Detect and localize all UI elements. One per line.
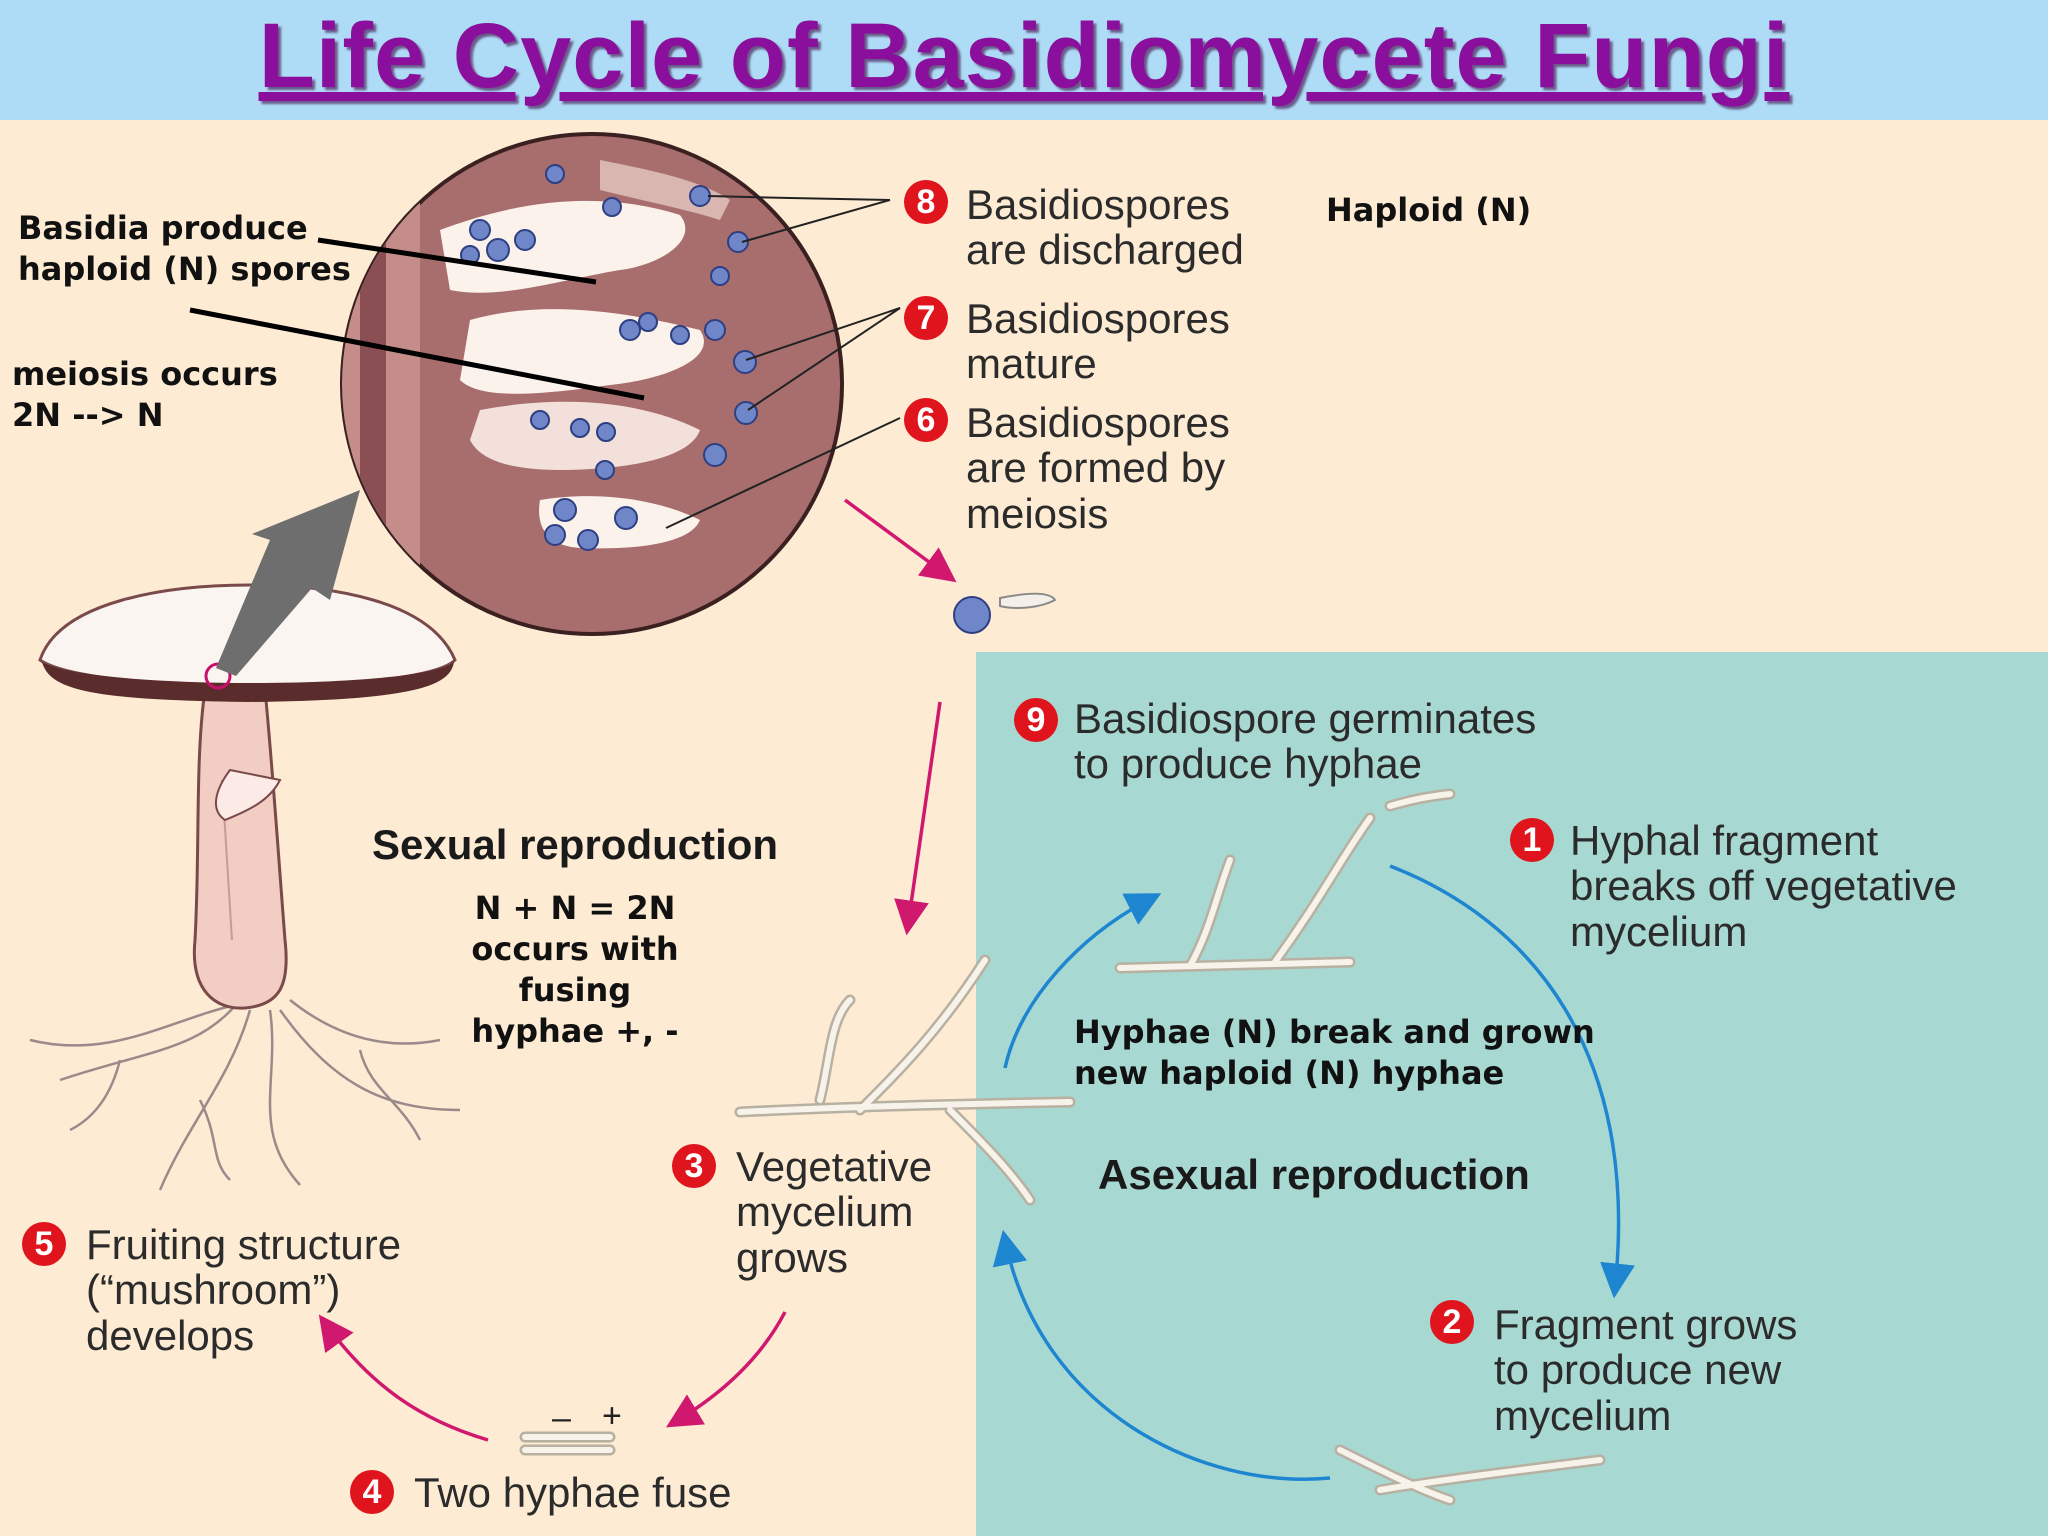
step-1-line: mycelium [1570,907,1748,955]
asexual-panel [976,652,2048,1536]
meiosis-note-line: meiosis occurs [12,355,278,393]
hyphae-break-line: Hyphae (N) break and grown [1074,1013,1595,1051]
meiosis-note: meiosis occurs 2N --> N [12,354,278,436]
step-pointer-lines [665,195,901,529]
step-2-badge: 2 [1430,1300,1474,1344]
step-2-label: Fragment grows to produce new mycelium [1494,1302,1797,1438]
step-1-badge: 1 [1510,818,1554,862]
hyphae-break-line: new haploid (N) hyphae [1074,1053,1505,1092]
step-3-line: mycelium [736,1188,914,1236]
step-1-line: breaks off vegetative [1570,862,1957,910]
spores [460,164,758,551]
step-8-badge: 8 [904,180,948,224]
mycelium-roots [29,999,461,1191]
step-7-label: Basidiospores mature [966,296,1230,387]
step-8-line: Basidiospores [966,181,1230,228]
step-3-line: grows [736,1233,849,1281]
meiosis-note-line: 2N --> N [12,395,164,434]
asexual-cycle-arrows [992,864,1635,1481]
step-3-badge: 3 [672,1144,716,1188]
step-9-label: Basidiospore germinates to produce hypha… [1074,696,1536,787]
step-9-line: to produce hyphae [1074,740,1422,788]
step-2-line: Fragment grows [1494,1301,1798,1348]
fusion-note-line: occurs with fusing [471,929,679,1009]
step-8-line: are discharged [966,226,1244,274]
hyphae-outline [522,791,1603,1503]
step-4-label: Two hyphae fuse [414,1469,732,1516]
fusion-note-line: hyphae +, - [471,1011,679,1050]
basidia-note-line: Basidia produce [18,209,308,247]
step-6-badge: 6 [904,398,948,442]
haploid-label: Haploid (N) [1326,191,1532,229]
step-9-badge: 9 [1014,698,1058,742]
fusion-note: N + N = 2N occurs with fusing hyphae +, … [410,888,740,1052]
mating-minus-sign: – [552,1399,571,1437]
step-5-line: Fruiting structure [86,1221,402,1268]
step-6-label: Basidiospores are formed by meiosis [966,400,1230,536]
step-5-line: (“mushroom”) [86,1266,341,1314]
step-4-badge: 4 [350,1470,394,1514]
title-bar [0,0,2048,120]
step-6-line: Basidiospores [966,399,1230,446]
basidia-note-line: haploid (N) spores [18,249,351,288]
gill-magnification [340,132,844,636]
step-7-line: mature [966,340,1097,388]
step-1-label: Hyphal fragment breaks off vegetative my… [1570,818,1957,954]
step-6-line: are formed by [966,444,1226,492]
step-2-line: to produce new [1494,1346,1782,1394]
step-5-badge: 5 [22,1222,66,1266]
mushroom [29,583,461,1191]
sexual-cycle-arrows [318,498,957,1442]
step-4-line: Two hyphae fuse [414,1469,732,1516]
step-7-line: Basidiospores [966,295,1230,342]
fusion-note-line: N + N = 2N [474,889,676,927]
step-5-label: Fruiting structure (“mushroom”) develops [86,1222,401,1358]
hyphae-break-note: Hyphae (N) break and grown new haploid (… [1074,1012,1595,1094]
step-8-label: Basidiospores are discharged [966,182,1244,273]
asexual-reproduction-heading: Asexual reproduction [1098,1151,1530,1198]
page-title: Life Cycle of Basidiomycete Fungi [258,5,1790,107]
basidia-pointer-lines [189,237,645,401]
magnify-arrow [216,490,360,676]
sexual-reproduction-heading: Sexual reproduction [372,821,779,868]
step-3-line: Vegetative [736,1143,933,1190]
basidia-note: Basidia produce haploid (N) spores [18,208,351,290]
step-5-line: develops [86,1311,255,1359]
step-9-line: Basidiospore germinates [1074,695,1537,742]
step-6-line: meiosis [966,489,1109,537]
step-1-line: Hyphal fragment [1570,817,1879,864]
step-3-label: Vegetative mycelium grows [736,1144,932,1280]
free-basidiospore [953,592,1057,634]
mating-plus-sign: + [602,1397,622,1435]
step-2-line: mycelium [1494,1391,1672,1439]
step-7-badge: 7 [904,296,948,340]
